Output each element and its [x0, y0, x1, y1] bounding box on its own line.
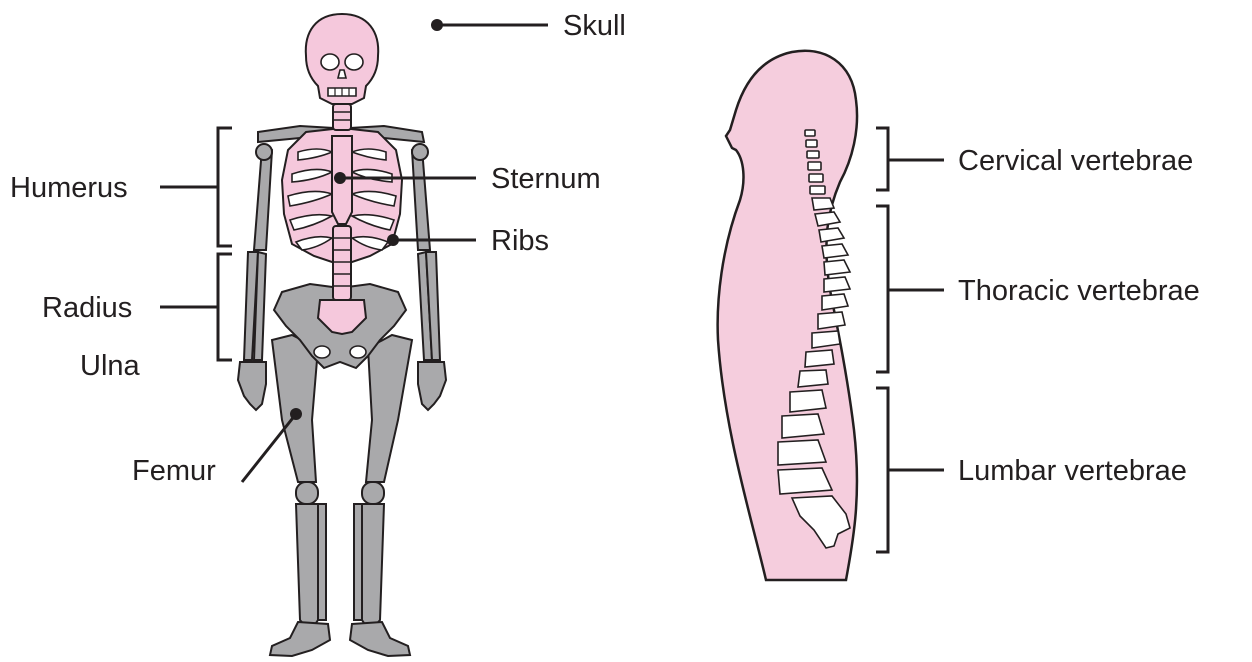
- lumbar-label: Lumbar vertebrae: [958, 457, 1187, 486]
- radius-ulna-bracket: [218, 254, 232, 360]
- lumbar-bracket: [876, 388, 888, 552]
- thoracic-bracket: [876, 206, 888, 372]
- cervical-label: Cervical vertebrae: [958, 147, 1193, 176]
- thoracic-label: Thoracic vertebrae: [958, 277, 1200, 306]
- skull-label: Skull: [563, 12, 626, 41]
- cervical-bracket: [876, 128, 888, 190]
- vertebrae-brackets: [876, 128, 944, 552]
- humerus-label: Humerus: [10, 174, 128, 203]
- leg-bones: [270, 335, 412, 656]
- ribs-label: Ribs: [491, 227, 549, 256]
- radius-label: Radius: [42, 294, 132, 323]
- femur-label: Femur: [132, 457, 216, 486]
- ulna-label: Ulna: [80, 352, 140, 381]
- skeleton-icon: [238, 14, 446, 656]
- femur-leader: [242, 414, 296, 482]
- skull: [306, 14, 378, 104]
- sternum-label: Sternum: [491, 165, 601, 194]
- humerus-bracket: [218, 128, 232, 246]
- spine-side-icon: [718, 51, 857, 580]
